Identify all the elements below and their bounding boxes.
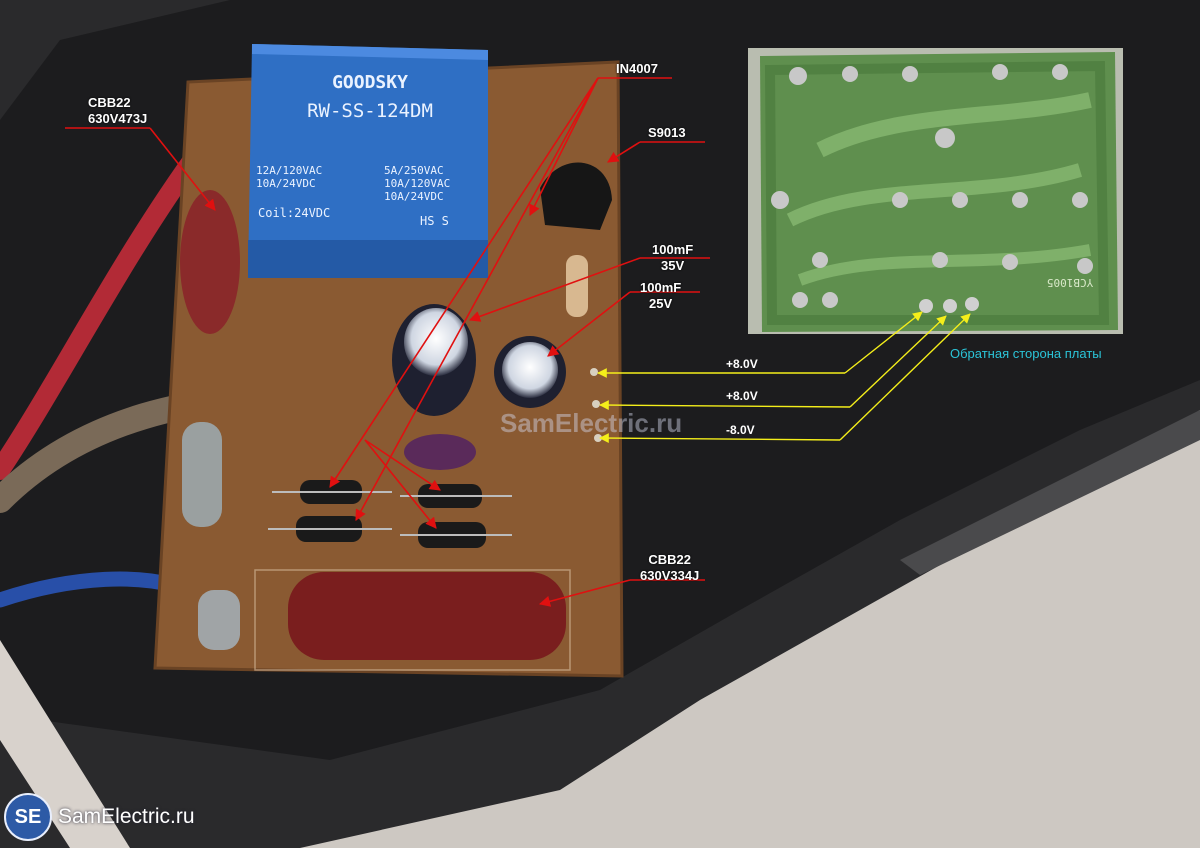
label-cbb22-bottom-value: 630V334J [640,568,700,583]
relay-rating-right: 5A/250VAC 10A/120VAC 10A/24VDC [384,164,451,203]
transistor-s9013 [540,162,612,230]
resistor-bottom [198,590,240,650]
label-cap-25v-value: 100mF [640,280,682,295]
relay-brand: GOODSKY [332,72,408,93]
label-cbb22-top: CBB22 630V473J [88,95,147,127]
label-cbb22-top-name: CBB22 [88,95,131,110]
label-cbb22-bottom-name: CBB22 [648,552,691,567]
relay-rating-left: 12A/120VAC 10A/24VDC [256,164,323,190]
label-cap-25v-voltage: 25V [649,296,673,311]
voltage-label-1: +8.0V [726,357,758,371]
relay-model: RW-SS-124DM [307,100,433,122]
label-cbb22-top-value: 630V473J [88,111,148,126]
capacitor-cbb22-top [180,190,240,334]
capacitor-100mf-25v [494,336,566,408]
relay [248,44,488,278]
brand-name: SamElectric.ru [58,805,195,828]
voltage-label-3: -8.0V [726,423,755,437]
label-s9013: S9013 [648,125,686,140]
resistor-small [566,255,588,317]
pcb-marking: YCB1005 [1046,276,1094,289]
relay-coil: Coil:24VDC [258,206,331,220]
relay-suffix: HS S [420,214,449,228]
capacitor-small-purple [404,434,476,470]
watermark: SamElectric.ru [500,408,683,438]
resistor-power [182,422,222,527]
label-in4007: IN4007 [616,61,658,76]
voltage-label-2: +8.0V [726,389,758,403]
label-cap-35v-voltage: 35V [661,258,685,273]
label-cap-35v: 100mF 35V [652,242,693,274]
back-pcb-photo [748,48,1123,334]
yellow-arrows [597,311,971,443]
capacitor-cbb22-bottom [288,572,566,660]
brand-logo: SE [4,793,52,841]
capacitor-100mf-35v [392,304,476,416]
label-cap-25v: 100mF 25V [640,280,681,312]
label-cbb22-bottom: CBB22 630V334J [640,552,699,584]
back-side-caption: Обратная сторона платы [950,346,1102,361]
diodes-in4007 [268,480,512,548]
site-brand[interactable]: SE SamElectric.ru [4,793,195,841]
red-arrows [65,77,710,607]
label-cap-35v-value: 100mF [652,242,694,257]
